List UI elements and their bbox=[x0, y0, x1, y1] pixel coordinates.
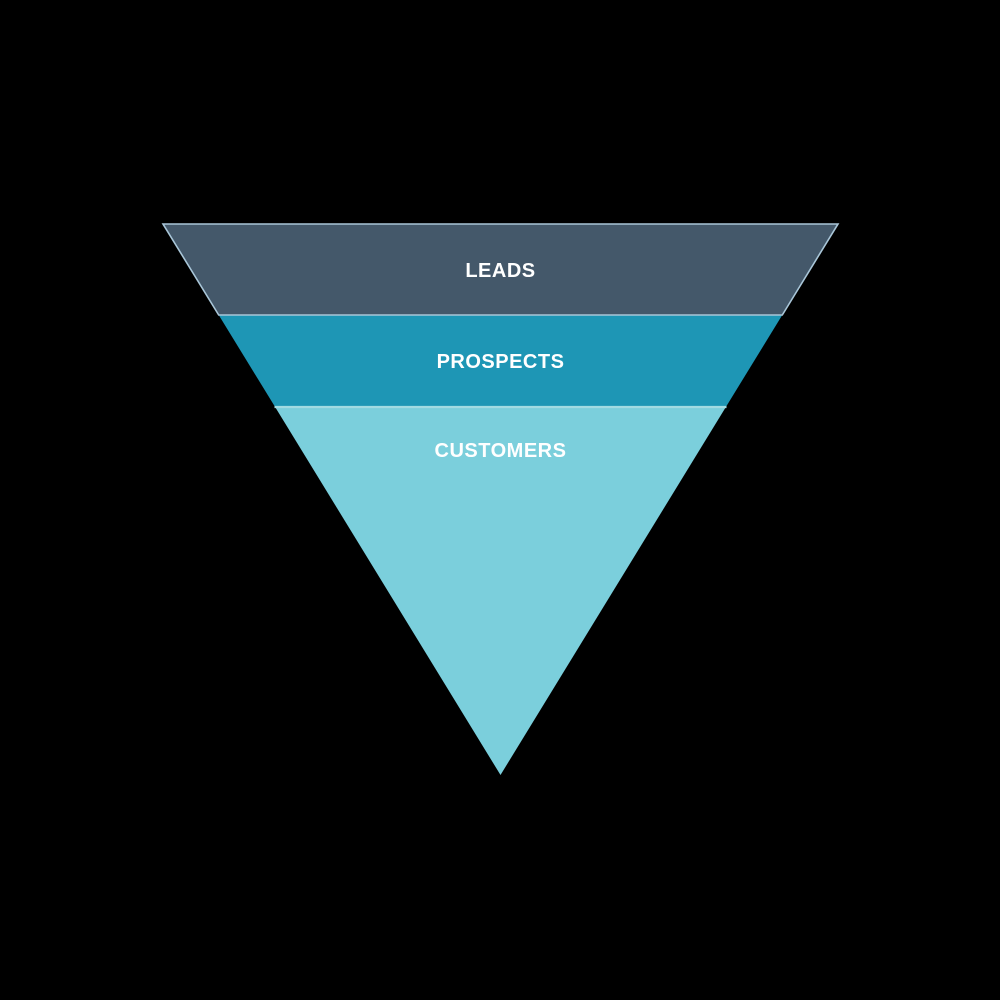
funnel-stage-customers-label: CUSTOMERS bbox=[435, 440, 567, 462]
funnel-stage-leads[interactable] bbox=[161, 223, 840, 316]
funnel-stage-prospects-label: PROSPECTS bbox=[437, 351, 565, 373]
funnel-stage-leads-label: LEADS bbox=[465, 260, 535, 282]
funnel-stage-customers[interactable] bbox=[274, 406, 727, 775]
funnel-stage-prospects[interactable] bbox=[218, 315, 783, 406]
